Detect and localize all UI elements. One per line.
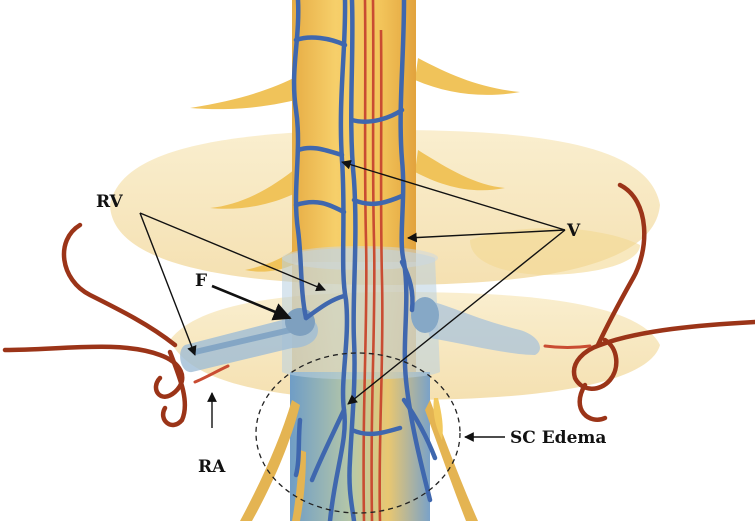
label-ra: RA	[198, 457, 226, 477]
label-sc-edema: SC Edema	[510, 428, 606, 448]
label-v: V	[566, 221, 581, 241]
label-rv: RV	[96, 192, 124, 212]
label-f: F	[195, 271, 207, 291]
